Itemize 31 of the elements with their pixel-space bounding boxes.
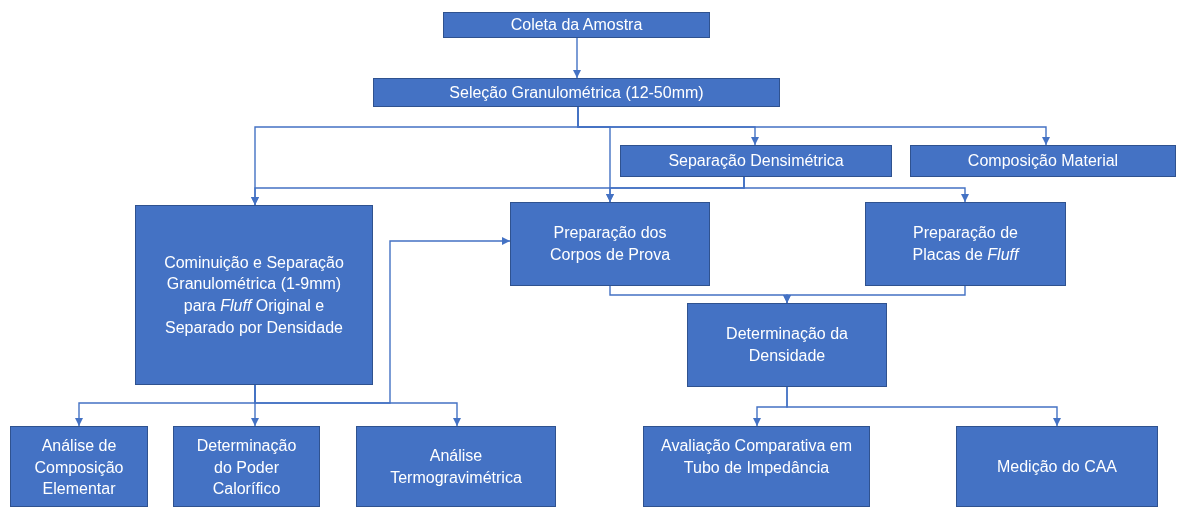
process-box xyxy=(620,145,892,177)
process-box xyxy=(135,205,373,385)
node-label: Determinação da Densidade xyxy=(725,324,849,366)
node-label: Preparação de Placas de Fluff xyxy=(911,223,1021,265)
node-label: Análise de Composição Elementar xyxy=(33,436,125,500)
node-label: Composição Material xyxy=(967,151,1119,172)
connector-arrow xyxy=(254,384,461,427)
connector-arrow xyxy=(786,386,1061,427)
process-box xyxy=(10,426,148,507)
node-label: Avaliação Comparativa em Tubo de Impedância xyxy=(660,436,853,478)
node-label: Preparação dos Corpos de Prova xyxy=(548,223,672,265)
node-label: Cominuição e Separação Granulométrica (1-9mm) para Fluff Original e Separado por Densidade xyxy=(163,252,345,338)
connector-arrow xyxy=(783,285,966,304)
node-label: Seleção Granulométrica (12-50mm) xyxy=(449,82,704,103)
process-box xyxy=(910,145,1176,177)
node-label: Separação Densimétrica xyxy=(668,151,844,172)
node-label: Medição do CAA xyxy=(996,456,1118,477)
process-box xyxy=(643,426,870,507)
process-box xyxy=(956,426,1158,507)
node-label: Determinação do Poder Calorífico xyxy=(196,436,297,500)
process-box xyxy=(687,303,887,387)
connector-arrow xyxy=(743,176,969,203)
process-box xyxy=(865,202,1066,286)
process-box xyxy=(373,78,780,107)
connector-arrow xyxy=(573,37,581,79)
process-box xyxy=(510,202,710,286)
process-box xyxy=(443,12,710,38)
process-box xyxy=(356,426,556,507)
node-label: Análise Termogravimétrica xyxy=(389,445,523,488)
process-box xyxy=(173,426,320,507)
node-label: Coleta da Amostra xyxy=(510,15,643,36)
